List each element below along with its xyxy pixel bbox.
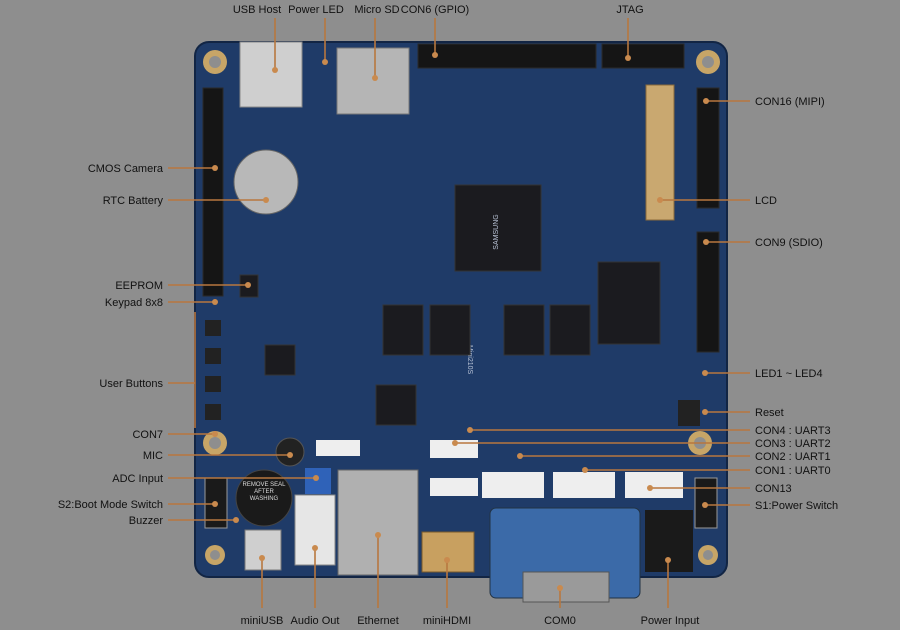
label-micro-sd: Micro SD bbox=[354, 4, 399, 16]
label-con16-mipi: CON16 (MIPI) bbox=[755, 96, 825, 108]
ram-chip-3 bbox=[503, 304, 545, 356]
label-usb-host: USB Host bbox=[233, 4, 281, 16]
label-audio-out: Audio Out bbox=[291, 615, 340, 627]
label-mini-usb: miniUSB bbox=[241, 615, 284, 627]
label-com0: COM0 bbox=[544, 615, 576, 627]
label-con13: CON13 bbox=[755, 483, 792, 495]
buzzer-sticker: REMOVE SEAL AFTER WASHING bbox=[242, 482, 286, 502]
rtc-battery bbox=[233, 149, 299, 215]
label-adc-input: ADC Input bbox=[112, 473, 163, 485]
label-keypad: Keypad 8x8 bbox=[105, 297, 163, 309]
uart-connectors bbox=[430, 440, 683, 498]
cpu-chip bbox=[454, 184, 542, 272]
ethernet-chip bbox=[264, 344, 296, 376]
label-con9-sdio: CON9 (SDIO) bbox=[755, 237, 823, 249]
label-reset: Reset bbox=[755, 407, 784, 419]
mipi-header bbox=[696, 87, 720, 209]
usb-host-connector bbox=[239, 41, 303, 108]
label-mic: MIC bbox=[143, 450, 163, 462]
adc-potentiometer bbox=[305, 468, 331, 494]
ram-chip-1 bbox=[382, 304, 424, 356]
user-buttons bbox=[205, 320, 221, 420]
label-con6-gpio: CON6 (GPIO) bbox=[401, 4, 469, 16]
label-con4-uart3: CON4 : UART3 bbox=[755, 425, 831, 437]
label-con1-uart0: CON1 : UART0 bbox=[755, 465, 831, 477]
label-cmos-camera: CMOS Camera bbox=[88, 163, 164, 175]
label-boot-mode-switch: S2:Boot Mode Switch bbox=[58, 499, 163, 511]
mini-hdmi-connector bbox=[421, 531, 475, 573]
ram-chip-2 bbox=[429, 304, 471, 356]
audio-codec-chip bbox=[375, 384, 417, 426]
mounting-holes bbox=[203, 50, 720, 565]
sdio-header bbox=[696, 231, 720, 353]
label-con3-uart2: CON3 : UART2 bbox=[755, 438, 831, 450]
label-eeprom: EEPROM bbox=[115, 280, 163, 292]
label-rtc-battery: RTC Battery bbox=[103, 195, 164, 207]
nand-chip bbox=[597, 261, 661, 345]
label-power-input: Power Input bbox=[641, 615, 700, 627]
label-buzzer: Buzzer bbox=[129, 515, 164, 527]
jtag-header bbox=[601, 43, 685, 69]
ram-chip-4 bbox=[549, 304, 591, 356]
buzzer bbox=[235, 469, 293, 527]
cpu-marking: SAMSUNG bbox=[493, 214, 500, 249]
label-power-switch: S1:Power Switch bbox=[755, 500, 838, 512]
label-con2-uart1: CON2 : UART1 bbox=[755, 451, 831, 463]
label-con7: CON7 bbox=[132, 429, 163, 441]
camera-keypad-header bbox=[202, 87, 224, 297]
label-mini-hdmi: miniHDMI bbox=[423, 615, 471, 627]
mini-usb-connector bbox=[244, 529, 282, 571]
label-power-led: Power LED bbox=[288, 4, 344, 16]
gpio-header bbox=[417, 43, 597, 69]
label-lcd: LCD bbox=[755, 195, 777, 207]
board-name-silk: Mini210S bbox=[466, 345, 473, 375]
con7-connector bbox=[316, 440, 360, 456]
micro-sd-slot bbox=[336, 47, 410, 115]
com0-dsub bbox=[522, 571, 610, 603]
label-user-buttons: User Buttons bbox=[99, 378, 163, 390]
leader-lines bbox=[168, 18, 750, 608]
reset-button bbox=[678, 400, 700, 426]
label-leds: LED1 ~ LED4 bbox=[755, 368, 823, 380]
label-ethernet: Ethernet bbox=[357, 615, 399, 627]
label-jtag: JTAG bbox=[616, 4, 643, 16]
